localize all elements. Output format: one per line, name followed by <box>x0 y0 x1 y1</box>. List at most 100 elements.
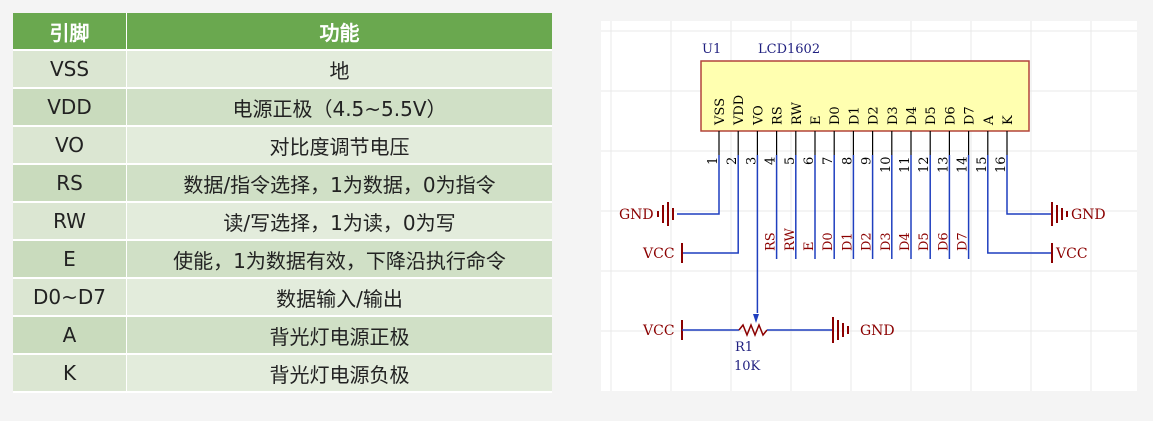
table-row: VDD 电源正极（4.5~5.5V） <box>13 89 552 127</box>
net-label: D4 <box>898 232 913 251</box>
wire-k-gnd <box>1006 155 1052 215</box>
table-row: RW 读/写选择，1为读，0为写 <box>13 203 552 241</box>
component-part-name: LCD1602 <box>758 42 820 57</box>
table-row: E 使能，1为数据有效，下降沿执行命令 <box>13 241 552 279</box>
net-label: D2 <box>860 232 875 251</box>
net-label: E <box>802 242 817 252</box>
wire-a-vcc <box>987 155 1052 254</box>
function-cell: 使能，1为数据有效，下降沿执行命令 <box>127 241 552 279</box>
pin-name: D0 <box>828 106 843 125</box>
pin-cell: VO <box>13 127 127 165</box>
pin-number: 5 <box>783 157 798 165</box>
vcc-label-left: VCC <box>642 246 675 262</box>
pin-number: 9 <box>860 157 875 165</box>
component-designator: U1 <box>702 42 721 57</box>
pin-cell: RW <box>13 203 127 241</box>
pin-cell: K <box>13 355 127 393</box>
gnd-symbol-right: GND <box>1051 202 1106 226</box>
pin-cell: D0~D7 <box>13 279 127 317</box>
vcc-symbol-left: VCC <box>642 243 683 263</box>
wire-vdd-vcc <box>682 155 739 254</box>
lcd-component: U1 LCD1602 <box>700 42 1030 132</box>
lcd1602-schematic: U1 LCD1602 VSS1VDD2VO3RS4RW5E6D07D18D29D… <box>601 21 1137 391</box>
gnd-label-pot: GND <box>860 323 895 339</box>
pin-number: 12 <box>917 156 932 173</box>
table-row: RS 数据/指令选择，1为数据，0为指令 <box>13 165 552 203</box>
gnd-label-left: GND <box>619 207 654 223</box>
pin-name: A <box>982 115 997 126</box>
pin-number: 8 <box>840 157 855 165</box>
pin-number: 10 <box>879 156 894 173</box>
vcc-label-right: VCC <box>1055 246 1088 262</box>
net-label: D6 <box>936 232 951 251</box>
net-label: RW <box>783 227 798 251</box>
net-label: D0 <box>821 232 836 251</box>
pin-cell: RS <box>13 165 127 203</box>
function-cell: 对比度调节电压 <box>127 127 552 165</box>
function-cell: 地 <box>127 51 552 89</box>
pin-name: VSS <box>713 98 728 126</box>
pin-name: RS <box>771 106 786 125</box>
pin-cell: VDD <box>13 89 127 127</box>
pin-number: 7 <box>821 157 836 165</box>
pin-number: 14 <box>956 156 971 173</box>
pin-number: 4 <box>764 157 779 165</box>
pin-name: D5 <box>924 106 939 125</box>
resistor-designator: R1 <box>735 340 753 355</box>
pin-cell: VSS <box>13 51 127 89</box>
pin-name: D6 <box>943 106 958 125</box>
function-cell: 数据输入/输出 <box>127 279 552 317</box>
gnd-symbol-left: GND <box>619 202 674 226</box>
wiper-arrow <box>753 314 759 323</box>
pin-number: 15 <box>975 156 990 173</box>
vcc-label-pot: VCC <box>642 323 675 339</box>
function-cell: 数据/指令选择，1为数据，0为指令 <box>127 165 552 203</box>
pin-number: 2 <box>725 157 740 165</box>
function-cell: 背光灯电源正极 <box>127 317 552 355</box>
table-row: VSS 地 <box>13 51 552 89</box>
pin-name: VO <box>751 105 766 126</box>
pin-number: 11 <box>898 156 913 173</box>
function-cell: 读/写选择，1为读，0为写 <box>127 203 552 241</box>
wire-vss-gnd <box>677 155 720 215</box>
pin-name: D1 <box>847 106 862 125</box>
pin-function-table: 引脚 功能 VSS 地 VDD 电源正极（4.5~5.5V） VO 对比度调节电… <box>13 13 552 393</box>
pin-cell: A <box>13 317 127 355</box>
table-header-row: 引脚 功能 <box>13 13 552 51</box>
pin-name: RW <box>790 101 805 125</box>
pin-number: 6 <box>802 157 817 165</box>
table-row: D0~D7 数据输入/输出 <box>13 279 552 317</box>
function-cell: 背光灯电源负极 <box>127 355 552 393</box>
net-label: D3 <box>879 232 894 251</box>
pin-number: 3 <box>744 157 759 165</box>
function-cell: 电源正极（4.5~5.5V） <box>127 89 552 127</box>
pin-name: VDD <box>732 95 747 126</box>
pin-name: D2 <box>867 106 882 125</box>
table-row: A 背光灯电源正极 <box>13 317 552 355</box>
pin-name: D4 <box>905 106 920 125</box>
net-label: D5 <box>917 232 932 251</box>
net-label: D7 <box>956 232 971 251</box>
pin-number: 1 <box>706 157 721 165</box>
resistor-r1-body <box>738 322 768 338</box>
lcd-component-body <box>700 60 1030 132</box>
table-row: K 背光灯电源负极 <box>13 355 552 393</box>
component-pins: VSS 1 VDD 2 VO 3 RS 4 RW 5 E 6 D0 7 D1 8 D2 9 D3 10 D4 11 D5 12… <box>706 95 1016 173</box>
pin-name: K <box>1001 115 1016 125</box>
pin-number: 13 <box>936 156 951 173</box>
pin-cell: E <box>13 241 127 279</box>
pin-name: D7 <box>963 106 978 125</box>
pin-name: D3 <box>886 106 901 125</box>
gnd-label-right: GND <box>1071 207 1106 223</box>
header-function: 功能 <box>127 13 552 51</box>
resistor-value: 10K <box>734 359 761 374</box>
vcc-symbol-right: VCC <box>1051 243 1088 263</box>
table-row: VO 对比度调节电压 <box>13 127 552 165</box>
pin-number: 16 <box>994 156 1009 173</box>
header-pin: 引脚 <box>13 13 127 51</box>
net-label: RS <box>764 232 779 251</box>
potentiometer-circuit: VCC GND R1 10K <box>642 314 895 374</box>
pin-name: E <box>809 116 824 126</box>
